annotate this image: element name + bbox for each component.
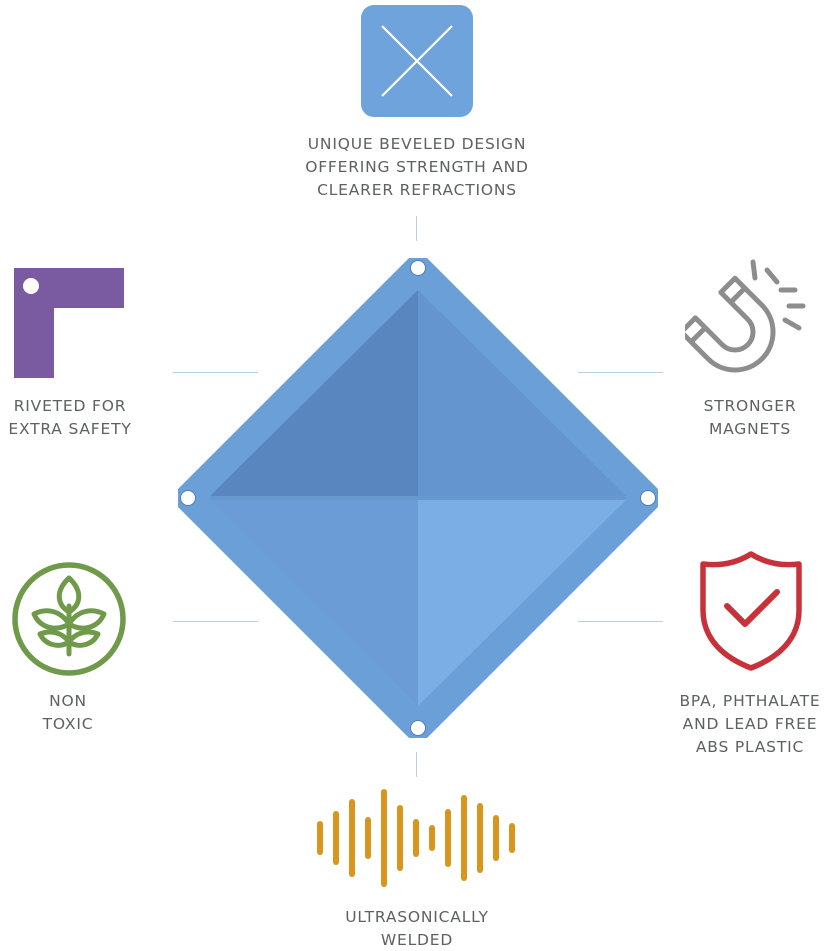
feature-caption-ultrasonic: ULTRASONICALLY WELDED — [267, 906, 567, 951]
connector-line-top — [416, 216, 417, 241]
magnet-icon — [685, 259, 806, 373]
caption-line: ULTRASONICALLY — [345, 908, 489, 926]
connector-line-bottom — [416, 752, 417, 777]
caption-line: EXTRA SAFETY — [8, 420, 132, 438]
caption-line: STRONGER — [703, 397, 797, 415]
caption-line: UNIQUE BEVELED DESIGN — [307, 135, 527, 153]
caption-line: ABS PLASTIC — [695, 738, 805, 756]
caption-line: CLEARER REFRACTIONS — [317, 181, 517, 199]
caption-line: BPA, PHTHALATE — [679, 692, 821, 710]
caption-line: WELDED — [380, 931, 454, 949]
caption-line: OFFERING STRENGTH AND — [305, 158, 529, 176]
diamond-tile-icon — [178, 258, 658, 738]
sound-wave-icon — [317, 789, 515, 887]
feature-caption-bpa-free: BPA, PHTHALATE AND LEAD FREE ABS PLASTIC — [620, 690, 829, 759]
feature-caption-non-toxic: NON TOXIC — [0, 690, 168, 736]
caption-line: MAGNETS — [708, 420, 791, 438]
corner-rivet-icon — [14, 268, 124, 378]
caption-line: TOXIC — [42, 715, 94, 733]
connector-line-left-upper — [173, 372, 258, 373]
connector-line-left-lower — [173, 621, 258, 622]
caption-line: RIVETED FOR — [13, 397, 127, 415]
shield-check-icon — [700, 551, 802, 671]
feature-caption-beveled-design: UNIQUE BEVELED DESIGN OFFERING STRENGTH … — [217, 133, 617, 202]
connector-line-right-upper — [578, 372, 663, 373]
beveled-x-square-icon — [361, 5, 473, 117]
caption-line: AND LEAD FREE — [682, 715, 818, 733]
feature-caption-magnets: STRONGER MAGNETS — [650, 395, 829, 441]
leaf-plant-icon — [12, 562, 126, 676]
connector-line-right-lower — [578, 621, 663, 622]
feature-caption-riveted: RIVETED FOR EXTRA SAFETY — [0, 395, 170, 441]
caption-line: NON — [49, 692, 87, 710]
